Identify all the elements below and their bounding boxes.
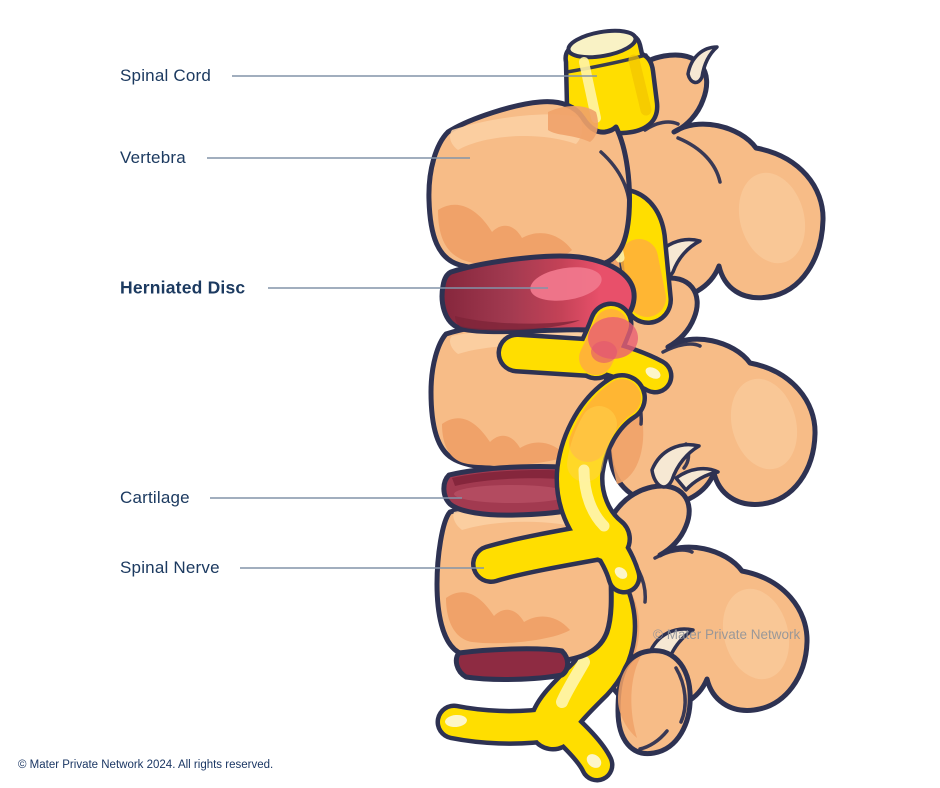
inferior-articular-process: [615, 648, 693, 757]
disc-bulge-highlight: [530, 267, 602, 301]
spinal-nerve-branches: [471, 373, 647, 595]
pinched-nerve-branches: [496, 301, 674, 395]
label-spinal-cord: Spinal Cord: [120, 66, 212, 85]
herniated-disc-shape: [439, 253, 637, 335]
label-cartilage: Cartilage: [120, 488, 190, 507]
label-vertebra: Vertebra: [120, 148, 186, 167]
copyright-footer: © Mater Private Network 2024. All rights…: [18, 759, 274, 771]
lower-disc-sliver: [453, 646, 571, 682]
leader-lines: [207, 75, 597, 569]
label-spinal-nerve: Spinal Nerve: [120, 558, 220, 577]
label-herniated-disc: Herniated Disc: [120, 277, 246, 298]
watermark: © Mater Private Network: [653, 627, 801, 642]
